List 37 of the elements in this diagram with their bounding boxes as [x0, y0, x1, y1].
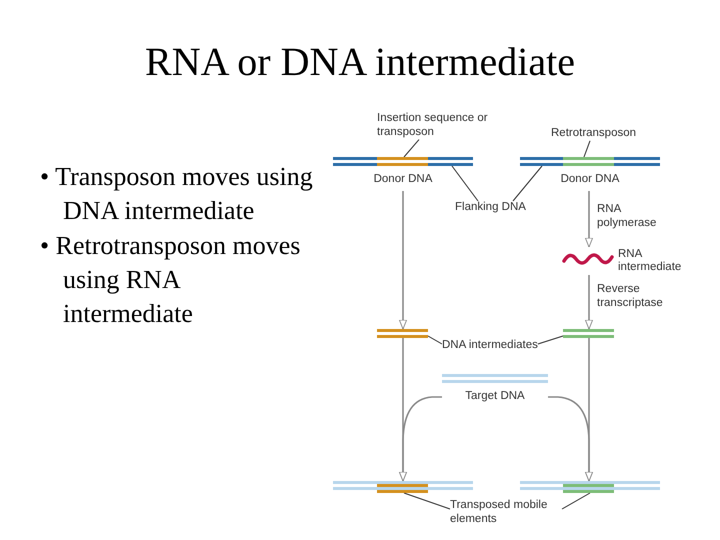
strand-label: Donor DNA	[560, 173, 620, 185]
arrow	[398, 191, 408, 330]
callout-text: DNA intermediates	[442, 339, 538, 353]
leader-line	[537, 336, 564, 344]
rna-label: RNA intermediate	[618, 248, 682, 274]
bullet-point: • Transposon moves using DNA intermediate	[40, 161, 314, 228]
dna-segment	[377, 329, 428, 338]
dna-segment	[377, 484, 428, 493]
leader-line	[562, 492, 590, 510]
dna-segment	[614, 157, 660, 166]
dna-segment	[428, 157, 473, 166]
leader-line	[428, 336, 442, 344]
strand-label: Target DNA	[464, 390, 526, 402]
callout-text: Insertion sequence or transposon	[377, 112, 499, 140]
arrow	[584, 275, 594, 330]
slide-title: RNA or DNA intermediate	[144, 38, 576, 85]
dna-segment	[520, 157, 563, 166]
leader-line	[584, 140, 590, 158]
dna-segment	[563, 157, 614, 166]
strand-label: Donor DNA	[372, 173, 434, 185]
curved-arrow	[398, 396, 442, 482]
dna-segment	[563, 329, 614, 338]
leader-line	[404, 139, 420, 158]
leader-line	[404, 492, 450, 510]
dna-segment	[333, 157, 377, 166]
arrow	[584, 191, 594, 248]
bullet-point: • Retrotransposon moves using RNA intermediate	[40, 230, 302, 330]
dna-segment	[377, 157, 428, 166]
callout-text: Transposed mobile elements	[450, 499, 562, 527]
dna-segment	[563, 484, 614, 493]
dna-segment	[333, 481, 473, 490]
callout-text: Flanking DNA	[455, 201, 526, 215]
curved-arrow	[548, 396, 594, 482]
leader-line	[452, 166, 478, 202]
dna-segment	[520, 481, 660, 490]
leader-line	[512, 166, 542, 202]
callout-text: Retrotransposon	[551, 127, 636, 141]
